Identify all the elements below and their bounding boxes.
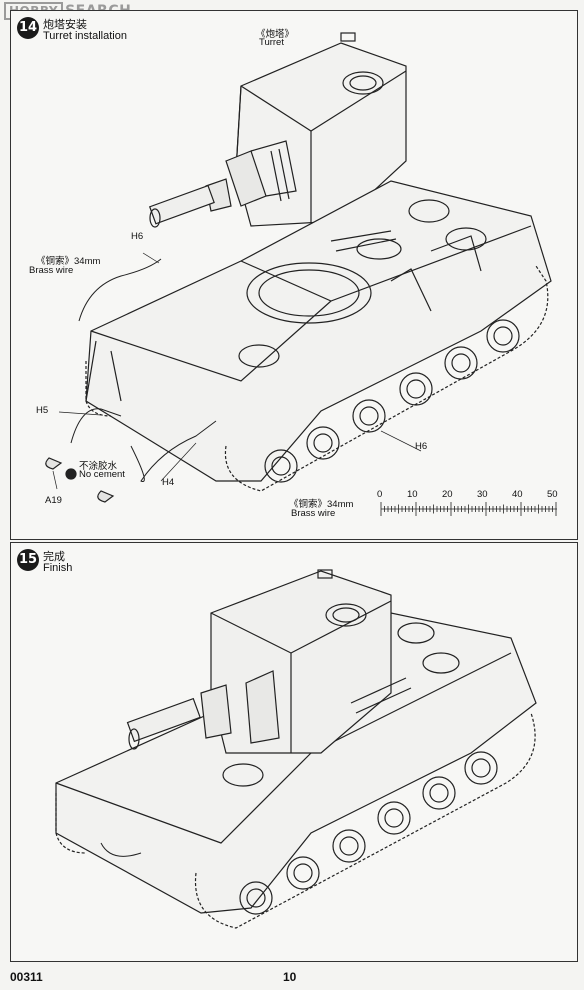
brass-wire-bottom-en: Brass wire [291, 508, 336, 519]
hull-illustration [85, 180, 552, 492]
scale-tick-label: 40 [512, 489, 523, 500]
footer-product-code: 00311 [10, 970, 43, 984]
step-14-panel: 14 炮塔安装 Turret installation [10, 10, 578, 540]
no-cement-label-cn: 不涂胶水 [79, 461, 118, 472]
turret-label-cn: 《炮塔》 [256, 29, 295, 40]
scale-tick-label: 20 [442, 489, 453, 500]
scale-tick-label: 10 [407, 489, 418, 500]
brass-wire-left-cn: 《铜索》34mm [36, 256, 101, 267]
scale-tick-label: 30 [477, 489, 488, 500]
footer-page-number: 10 [283, 970, 297, 984]
scale-tick-label: 50 [547, 489, 558, 500]
brass-wire-left-en: Brass wire [29, 265, 74, 276]
no-cement-label-en: No cement [79, 469, 125, 480]
brass-wire-bottom-cn: 《铜索》34mm [289, 499, 354, 510]
h5-label: H5 [36, 405, 49, 416]
step-15-number: 15 [17, 549, 39, 571]
finished-tank-drawing [55, 569, 537, 929]
step-15-title-en: Finish [43, 562, 73, 574]
step-14-number: 14 [17, 17, 39, 39]
h4-label: H4 [162, 477, 175, 488]
scale-tick-label: 0 [377, 489, 383, 500]
turret-label-en: Turret [259, 37, 284, 48]
step-14-title-en: Turret installation [43, 30, 127, 42]
step-15-title-cn: 完成 [43, 551, 65, 563]
a19-label: A19 [45, 495, 62, 506]
h6-right-label: H6 [415, 441, 428, 452]
step-14-title-cn: 炮塔安装 [43, 19, 87, 31]
turret-installation-drawing [45, 32, 557, 516]
turret-illustration [148, 32, 407, 228]
scale-ruler [380, 502, 557, 516]
step-15-panel: 15 完成 Finish [10, 542, 578, 962]
h6-top-label: H6 [131, 231, 144, 242]
